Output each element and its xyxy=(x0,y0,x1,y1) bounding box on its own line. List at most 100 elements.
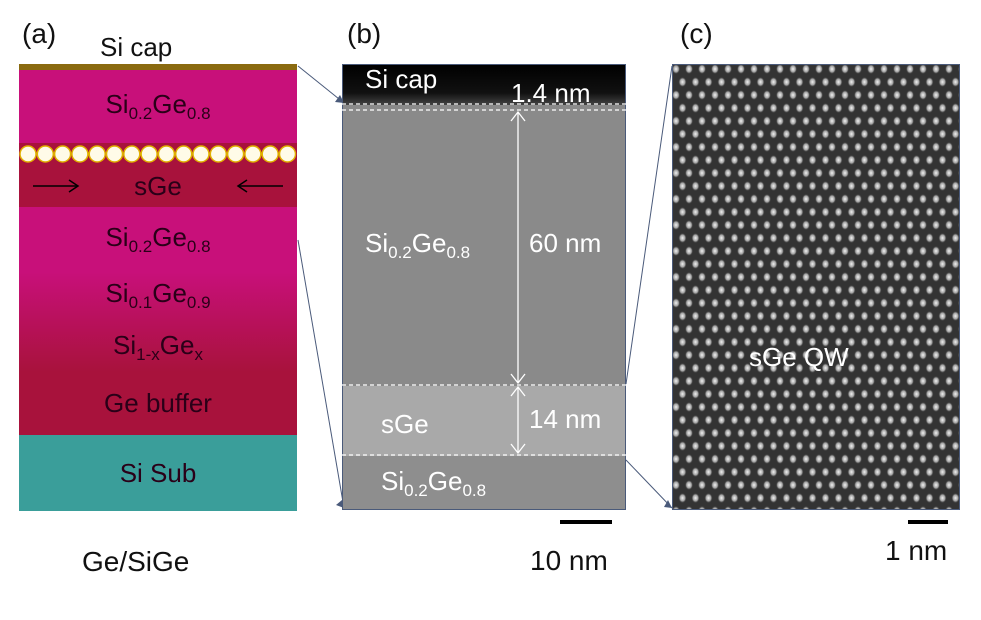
lattice-atom xyxy=(769,284,778,296)
lattice-atom xyxy=(860,466,869,478)
lattice-atom xyxy=(879,453,889,465)
lattice-atom xyxy=(873,206,882,218)
lattice-atom xyxy=(840,219,850,231)
lattice-atom xyxy=(892,167,902,179)
lattice-atom xyxy=(873,362,882,374)
lattice-atom xyxy=(808,388,817,400)
lattice-atom xyxy=(931,193,941,205)
lattice-atom xyxy=(886,362,895,374)
lattice-atom xyxy=(795,310,804,322)
lattice-atom xyxy=(840,297,850,309)
lattice-atom xyxy=(723,219,733,231)
lattice-atom xyxy=(795,206,804,218)
lattice-atom xyxy=(834,362,843,374)
lattice-atom xyxy=(853,89,863,101)
lattice-atom xyxy=(775,115,785,127)
lattice-atom xyxy=(853,141,863,153)
lattice-atom xyxy=(892,141,902,153)
lattice-atom xyxy=(782,466,791,478)
lattice-atom xyxy=(782,206,791,218)
lattice-atom xyxy=(691,102,700,114)
lattice-atom xyxy=(828,505,836,509)
lattice-atom xyxy=(749,115,759,127)
lattice-atom xyxy=(879,89,889,101)
lattice-atom xyxy=(775,65,785,75)
lattice-atom xyxy=(938,336,947,348)
lattice-atom xyxy=(801,375,811,387)
lattice-atom xyxy=(860,206,869,218)
lattice-atom xyxy=(691,440,700,452)
lattice-atom xyxy=(847,466,856,478)
lattice-atom xyxy=(834,180,843,192)
lattice-atom xyxy=(840,245,850,257)
lattice-atom xyxy=(691,336,700,348)
lattice-atom xyxy=(756,284,765,296)
lattice-atom xyxy=(957,247,959,255)
lattice-atom xyxy=(717,492,726,504)
lattice-atom xyxy=(769,362,778,374)
lattice-atom xyxy=(697,65,707,75)
lattice-atom xyxy=(957,351,959,359)
stem-annotations xyxy=(342,103,626,456)
lattice-atom xyxy=(762,453,772,465)
lattice-atom xyxy=(931,65,941,75)
lattice-atom xyxy=(782,128,791,140)
lattice-atom xyxy=(762,427,772,439)
lattice-atom xyxy=(782,492,791,504)
lattice-atom xyxy=(795,258,804,270)
lattice-atom xyxy=(743,76,752,88)
lattice-atom xyxy=(938,102,947,114)
lattice-atom xyxy=(879,271,889,283)
lattice-atom xyxy=(827,89,837,101)
lattice-atom xyxy=(905,141,915,153)
graded-top-label: Si0.1Ge0.9 xyxy=(105,278,211,313)
lattice-atom xyxy=(866,65,876,75)
lattice-atom xyxy=(860,180,869,192)
stem-si-cap-thickness: 1.4 nm xyxy=(511,78,591,108)
lattice-atom xyxy=(710,245,720,257)
lattice-atom xyxy=(808,414,817,426)
lattice-atom xyxy=(769,310,778,322)
lattice-atom xyxy=(918,167,928,179)
lattice-atom xyxy=(847,206,856,218)
lattice-atom xyxy=(853,271,863,283)
lattice-atom xyxy=(691,492,700,504)
lattice-atom xyxy=(873,466,882,478)
lattice-atom xyxy=(944,479,954,491)
lattice-atom xyxy=(743,284,752,296)
lattice-atom xyxy=(925,154,934,166)
lattice-atom xyxy=(925,284,934,296)
hole-circle xyxy=(209,145,228,163)
lattice-atom xyxy=(866,427,876,439)
lattice-atom xyxy=(918,65,928,75)
lattice-atom xyxy=(912,102,921,114)
hole-circle xyxy=(123,145,141,163)
lattice-atom xyxy=(873,232,882,244)
lattice-atom xyxy=(756,440,765,452)
lattice-atom xyxy=(730,128,739,140)
lattice-atom xyxy=(697,349,707,361)
lattice-atom xyxy=(918,349,928,361)
lattice-atom xyxy=(847,388,856,400)
lattice-atom xyxy=(834,466,843,478)
lattice-atom xyxy=(801,141,811,153)
lattice-atom xyxy=(736,479,746,491)
lattice-atom xyxy=(704,206,713,218)
hole-circle xyxy=(157,145,176,163)
lattice-atom xyxy=(821,76,830,88)
lattice-atom xyxy=(775,479,785,491)
lattice-atom xyxy=(840,479,850,491)
lattice-atom xyxy=(821,310,830,322)
lattice-atom xyxy=(684,401,694,413)
lattice-atom xyxy=(723,297,733,309)
lattice-atom xyxy=(957,221,959,229)
lattice-atom xyxy=(814,219,824,231)
lattice-atom xyxy=(860,336,869,348)
lattice-atom xyxy=(834,76,843,88)
lattice-atom xyxy=(775,219,785,231)
lattice-atom xyxy=(717,258,726,270)
lattice-atom xyxy=(723,479,733,491)
lattice-atom xyxy=(697,219,707,231)
lattice-atom xyxy=(749,479,759,491)
lattice-atom xyxy=(821,128,830,140)
